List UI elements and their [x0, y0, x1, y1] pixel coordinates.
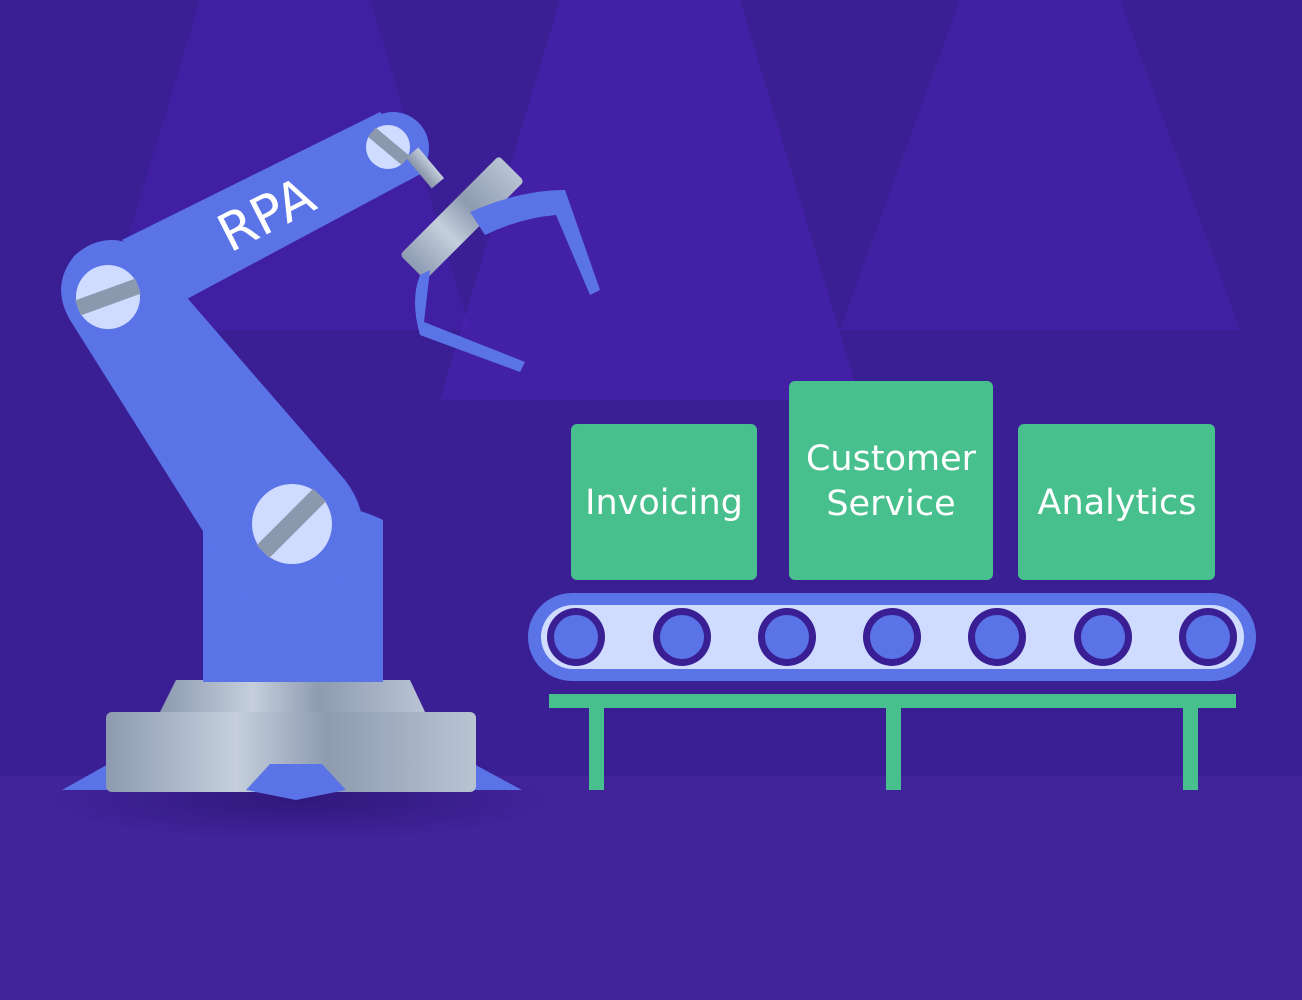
roller	[975, 615, 1019, 659]
roller	[1186, 615, 1230, 659]
joint-shoulder	[75, 265, 141, 329]
joint-lower	[252, 484, 332, 564]
conveyor-belt	[528, 593, 1256, 681]
gripper-claws	[415, 190, 600, 372]
wrist-rod	[406, 147, 444, 189]
joint-wrist	[366, 125, 410, 169]
box-customer-service: Customer Service	[789, 381, 993, 580]
robot-base-notch	[246, 764, 346, 800]
table-leg	[886, 708, 901, 790]
robot-arm: RPA	[61, 112, 600, 800]
robot-base-foot	[62, 762, 112, 790]
robot-base-top	[160, 680, 425, 712]
table-leg	[1183, 708, 1198, 790]
table-top	[549, 694, 1236, 708]
conveyor-table	[549, 694, 1236, 790]
roller	[554, 615, 598, 659]
roller	[1081, 615, 1125, 659]
belt-rollers	[547, 608, 1237, 666]
box-label: Analytics	[1038, 483, 1197, 523]
gripper-plate	[401, 157, 523, 279]
spotlight-2	[440, 0, 860, 400]
roller	[660, 615, 704, 659]
box-analytics: Analytics	[1018, 424, 1215, 580]
roller	[870, 615, 914, 659]
box-label: Invoicing	[585, 483, 743, 523]
box-label-line2: Service	[826, 484, 955, 524]
robot-base-foot	[470, 762, 522, 790]
table-leg	[589, 708, 604, 790]
spotlight-3	[840, 0, 1240, 330]
roller	[765, 615, 809, 659]
box-invoicing: Invoicing	[571, 424, 757, 580]
robot-base	[106, 712, 476, 792]
box-label-line1: Customer	[806, 439, 977, 479]
